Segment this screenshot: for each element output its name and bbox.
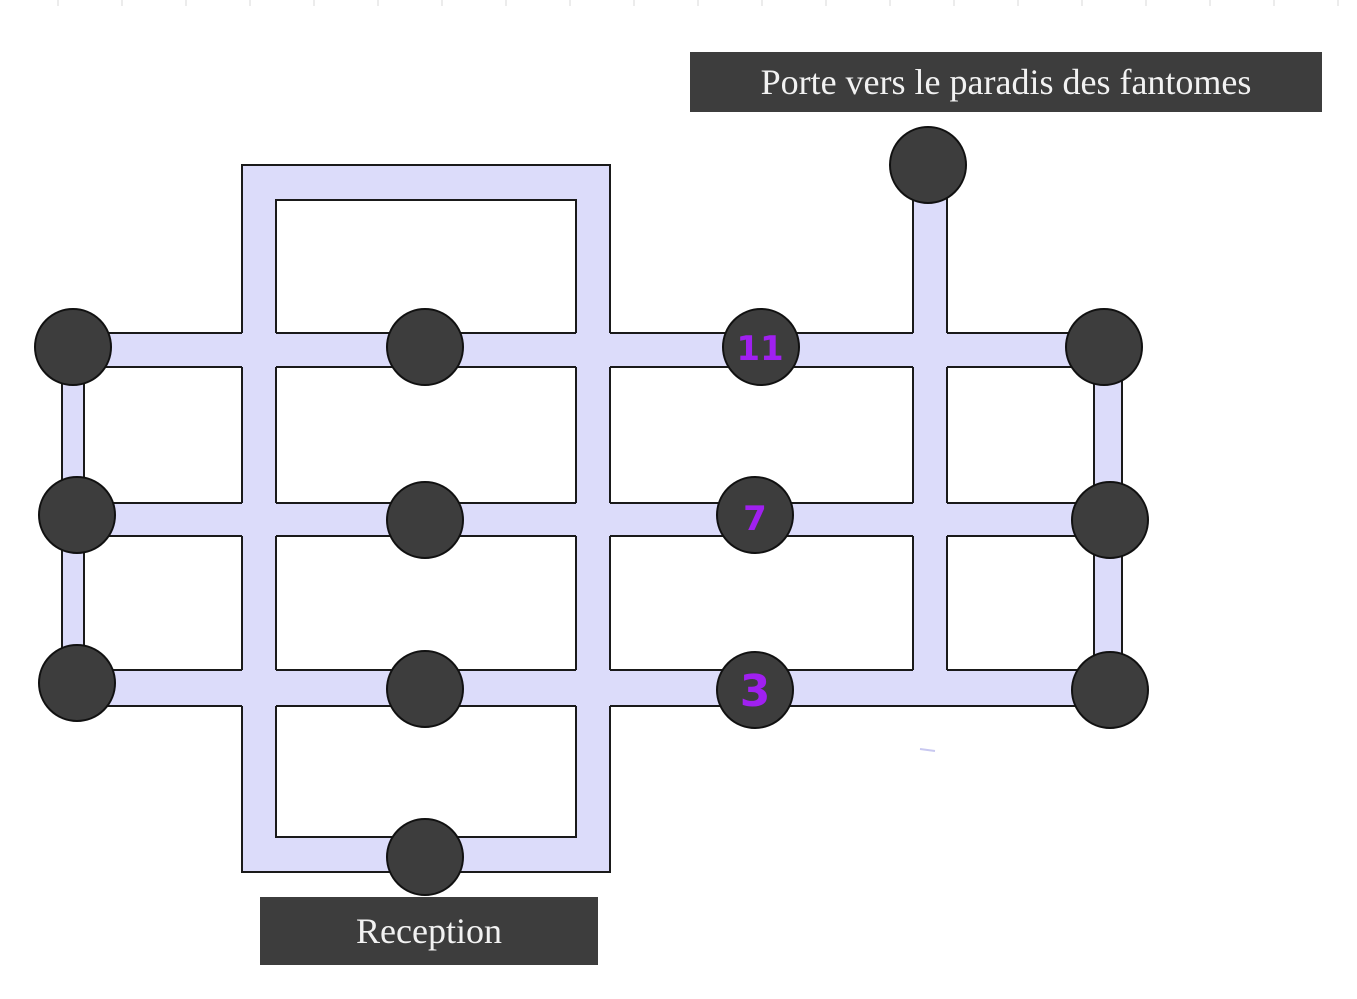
node-numbers: 11 7 3 [736,329,783,717]
node-r1-c1 [386,308,464,386]
ghost-door-label-text: Porte vers le paradis des fantomes [760,62,1252,102]
corridor-left-block-top [242,165,610,200]
node-r1-c0 [34,308,112,386]
node-r3-c0 [38,644,116,722]
corridors [62,165,1122,872]
node-r3-c4 [1071,651,1149,729]
node-r3-c2 [716,651,794,729]
corridor-row-2 [76,503,1110,536]
top-ruler-ticks [57,0,1339,6]
node-r1-c2 [722,308,800,386]
node-reception [386,818,464,896]
node-r2-c1 [386,481,464,559]
node-number-3: 3 [740,666,771,717]
corridor-to-ghost-door [913,165,947,700]
node-r2-c0 [38,476,116,554]
ghost-door-label: Porte vers le paradis des fantomes [690,52,1322,112]
node-r2-c4 [1071,481,1149,559]
reception-label-text: Reception [356,911,502,951]
node-r1-c4 [1065,308,1143,386]
nodes [34,126,1149,896]
node-number-11: 11 [736,329,783,369]
node-r3-c1 [386,650,464,728]
stray-mark [919,748,936,752]
node-ghost-door [889,126,967,204]
node-number-7: 7 [743,499,767,539]
reception-label: Reception [260,897,598,965]
corridor-row-3 [76,670,1110,706]
corridor-row-1 [76,333,1104,367]
node-r2-c2 [716,476,794,554]
